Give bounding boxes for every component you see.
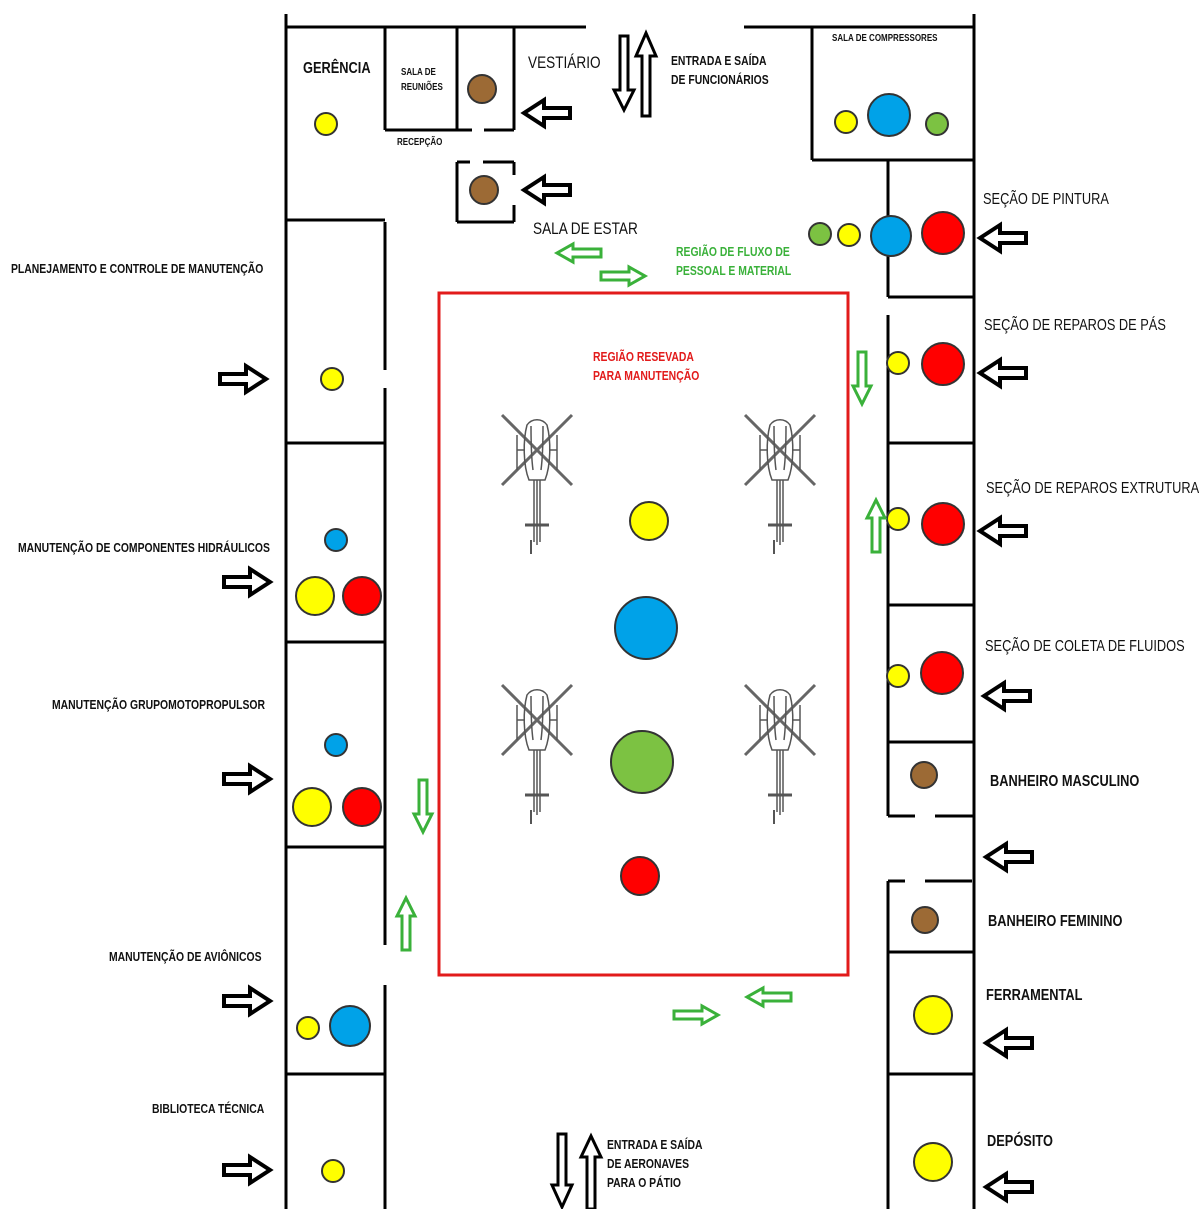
label-coleta-fluidos: SEÇÃO DE COLETA DE FLUIDOS <box>985 638 1185 655</box>
label-gerencia: GERÊNCIA <box>303 60 371 77</box>
label-deposito: DEPÓSITO <box>987 1133 1053 1150</box>
maintenance-region-border <box>437 291 850 977</box>
door-arrow-icon <box>549 29 659 1209</box>
label-pintura: SEÇÃO DE PINTURA <box>983 191 1109 208</box>
helicopter-icon <box>743 413 817 556</box>
label-grupo-moto: MANUTENÇÃO GRUPOMOTOPROPULSOR <box>52 697 266 712</box>
label-reparos-pas: SEÇÃO DE REPAROS DE PÁS <box>984 317 1166 334</box>
label-reparos-estruturais: SEÇÃO DE REPAROS EXTRUTURAIS <box>986 480 1199 497</box>
label-banheiro-feminino: BANHEIRO FEMININO <box>988 913 1123 930</box>
label-regiao-fluxo: REGIÃO DE FLUXO DE PESSOAL E MATERIAL <box>676 244 792 278</box>
label-biblioteca: BIBLIOTECA TÉCNICA <box>152 1101 265 1116</box>
label-sala-estar: SALA DE ESTAR <box>533 219 638 238</box>
walls <box>284 14 976 1209</box>
label-vestiario: VESTIÁRIO <box>528 53 601 72</box>
label-entrada-funcionarios: ENTRADA E SAÍDA DE FUNCIONÁRIOS <box>671 53 769 87</box>
label-regiao-reservada: REGIÃO RESEVADA PARA MANUTENÇÃO <box>593 349 700 383</box>
equipment-markers <box>292 74 965 1183</box>
label-ferramental: FERRAMENTAL <box>986 987 1083 1004</box>
helicopter-icon <box>500 683 574 826</box>
label-hidraulicos: MANUTENÇÃO DE COMPONENTES HIDRÁULICOS <box>18 540 270 555</box>
label-sala-reunioes: SALA DE REUNIÕES <box>401 67 443 93</box>
label-avionicos: MANUTENÇÃO DE AVIÔNICOS <box>109 949 262 964</box>
label-sala-compressores: SALA DE COMPRESSORES <box>832 33 938 44</box>
label-entrada-aeronaves: ENTRADA E SAÍDA DE AERONAVES PARA O PÁTI… <box>607 1137 703 1190</box>
label-recepcao: RECEPÇÃO <box>397 137 443 148</box>
label-banheiro-masculino: BANHEIRO MASCULINO <box>990 773 1140 790</box>
helicopter-icon <box>743 683 817 826</box>
label-planejamento: PLANEJAMENTO E CONTROLE DE MANUTENÇÃO <box>11 261 264 276</box>
helicopter-icon <box>500 413 574 556</box>
